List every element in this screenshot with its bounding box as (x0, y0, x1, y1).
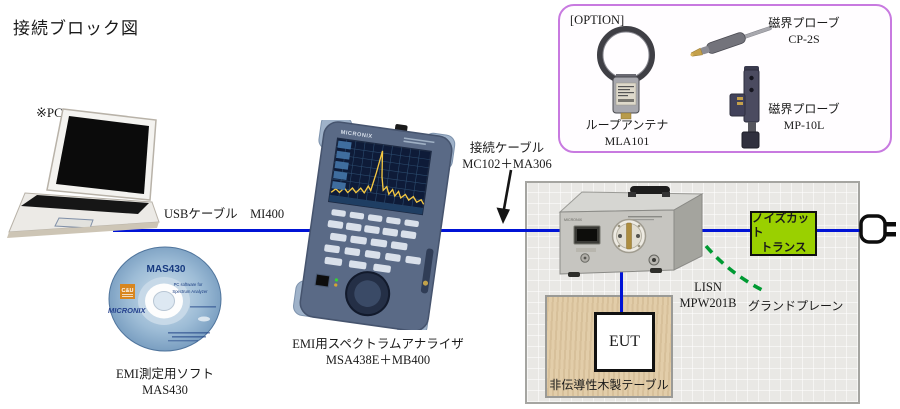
analyzer-buttons (324, 209, 422, 273)
cd-center-hole (153, 291, 175, 311)
laptop-screen (56, 116, 149, 194)
magnetic-probe-mp10l-image (729, 66, 760, 149)
page-title: 接続ブロック図 (13, 19, 139, 38)
software-label-line2: MAS430 (142, 383, 188, 397)
eut-cable-line (620, 270, 623, 315)
cd-brand-text: MICRONIX (108, 306, 146, 315)
usb-cable-label: USBケーブル MI400 (164, 207, 285, 221)
analyzer-label-line2: MSA438E＋MB400 (325, 353, 431, 367)
ground-dashed-line (704, 244, 767, 294)
software-label: EMI測定用ソフト MAS430 (98, 366, 232, 398)
magnetic-probe-mp10l-label: 磁界プローブ MP-10L (744, 102, 864, 133)
magnetic-probe-cp2s-label: 磁界プローブ CP-2S (744, 16, 864, 47)
laptop-touchpad (54, 217, 94, 229)
lisn-brand-text: MICRONIX (564, 218, 583, 222)
loop-antenna-label-line2: MLA101 (604, 133, 650, 148)
cd-logo-box (120, 284, 135, 299)
loop-antenna-image (597, 26, 655, 120)
laptop-pc-image (7, 108, 160, 238)
cd-title-text: MAS430 (147, 264, 186, 275)
cd-logo-text: C&U (122, 288, 134, 294)
lisn-label-line1: LISN (694, 280, 722, 294)
probe-cable-label-line1: 接続ケーブル (469, 141, 545, 155)
magnetic-probe-cp2s-image (690, 26, 772, 57)
analyzer-power-switch (314, 273, 331, 288)
cd-subtext-1: PC software for (174, 282, 203, 287)
spectrum-analyzer-image: MICRONIX (293, 120, 456, 330)
noise-box-line2: トランス (760, 241, 807, 254)
cd-subtext-2: Spectrum Analyzer (172, 289, 208, 294)
lisn-label-line2: MPW201B (679, 296, 737, 310)
lisn-handle (630, 186, 670, 194)
mp10l-label-line1: 磁界プローブ (768, 102, 840, 116)
loop-antenna-label-line1: ループアンテナ (585, 118, 669, 132)
software-label-line1: EMI測定用ソフト (116, 367, 214, 381)
software-cd-image: MAS430 C&U MICRONIX PC software for Spec… (108, 246, 222, 352)
loop-antenna-label: ループアンテナ MLA101 (572, 118, 682, 149)
laptop-keyboard (21, 195, 149, 214)
analyzer-label-line1: EMI用スペクトラムアナライザ (292, 337, 464, 351)
ground-plane-label: グランドプレーン (748, 299, 844, 313)
down-arrow-icon (496, 169, 513, 224)
probe-cable-label-line2: MC102＋MA306 (462, 157, 552, 171)
lisn-label: LISN MPW201B (666, 279, 750, 311)
analyzer-label: EMI用スペクトラムアナライザ MSA438E＋MB400 (283, 336, 473, 368)
wooden-table-label: 非伝導性木製テーブル (549, 377, 669, 392)
cp2s-label-line2: CP-2S (788, 31, 820, 46)
eut-box: EUT (594, 312, 655, 372)
cp2s-label-line1: 磁界プローブ (768, 16, 840, 30)
analyzer-brand-text: MICRONIX (340, 130, 373, 140)
noise-box-line1: ノイズカット (752, 212, 810, 240)
spectrum-trace (330, 150, 425, 205)
option-box: [OPTION] ループアンテナ MLA101 (558, 4, 892, 153)
laptop-front-edge (7, 222, 159, 238)
option-title: [OPTION] (570, 13, 625, 27)
usb-power-cable-line (113, 229, 868, 232)
power-plug-icon (859, 214, 896, 244)
mp10l-label-line2: MP-10L (783, 117, 825, 132)
pc-note-label: ※PC (36, 105, 63, 120)
probe-cable-label: 接続ケーブル MC102＋MA306 (448, 140, 566, 172)
lisn-image: MICRONIX (558, 186, 704, 277)
noise-cut-transformer-box: ノイズカット トランス (750, 211, 817, 256)
